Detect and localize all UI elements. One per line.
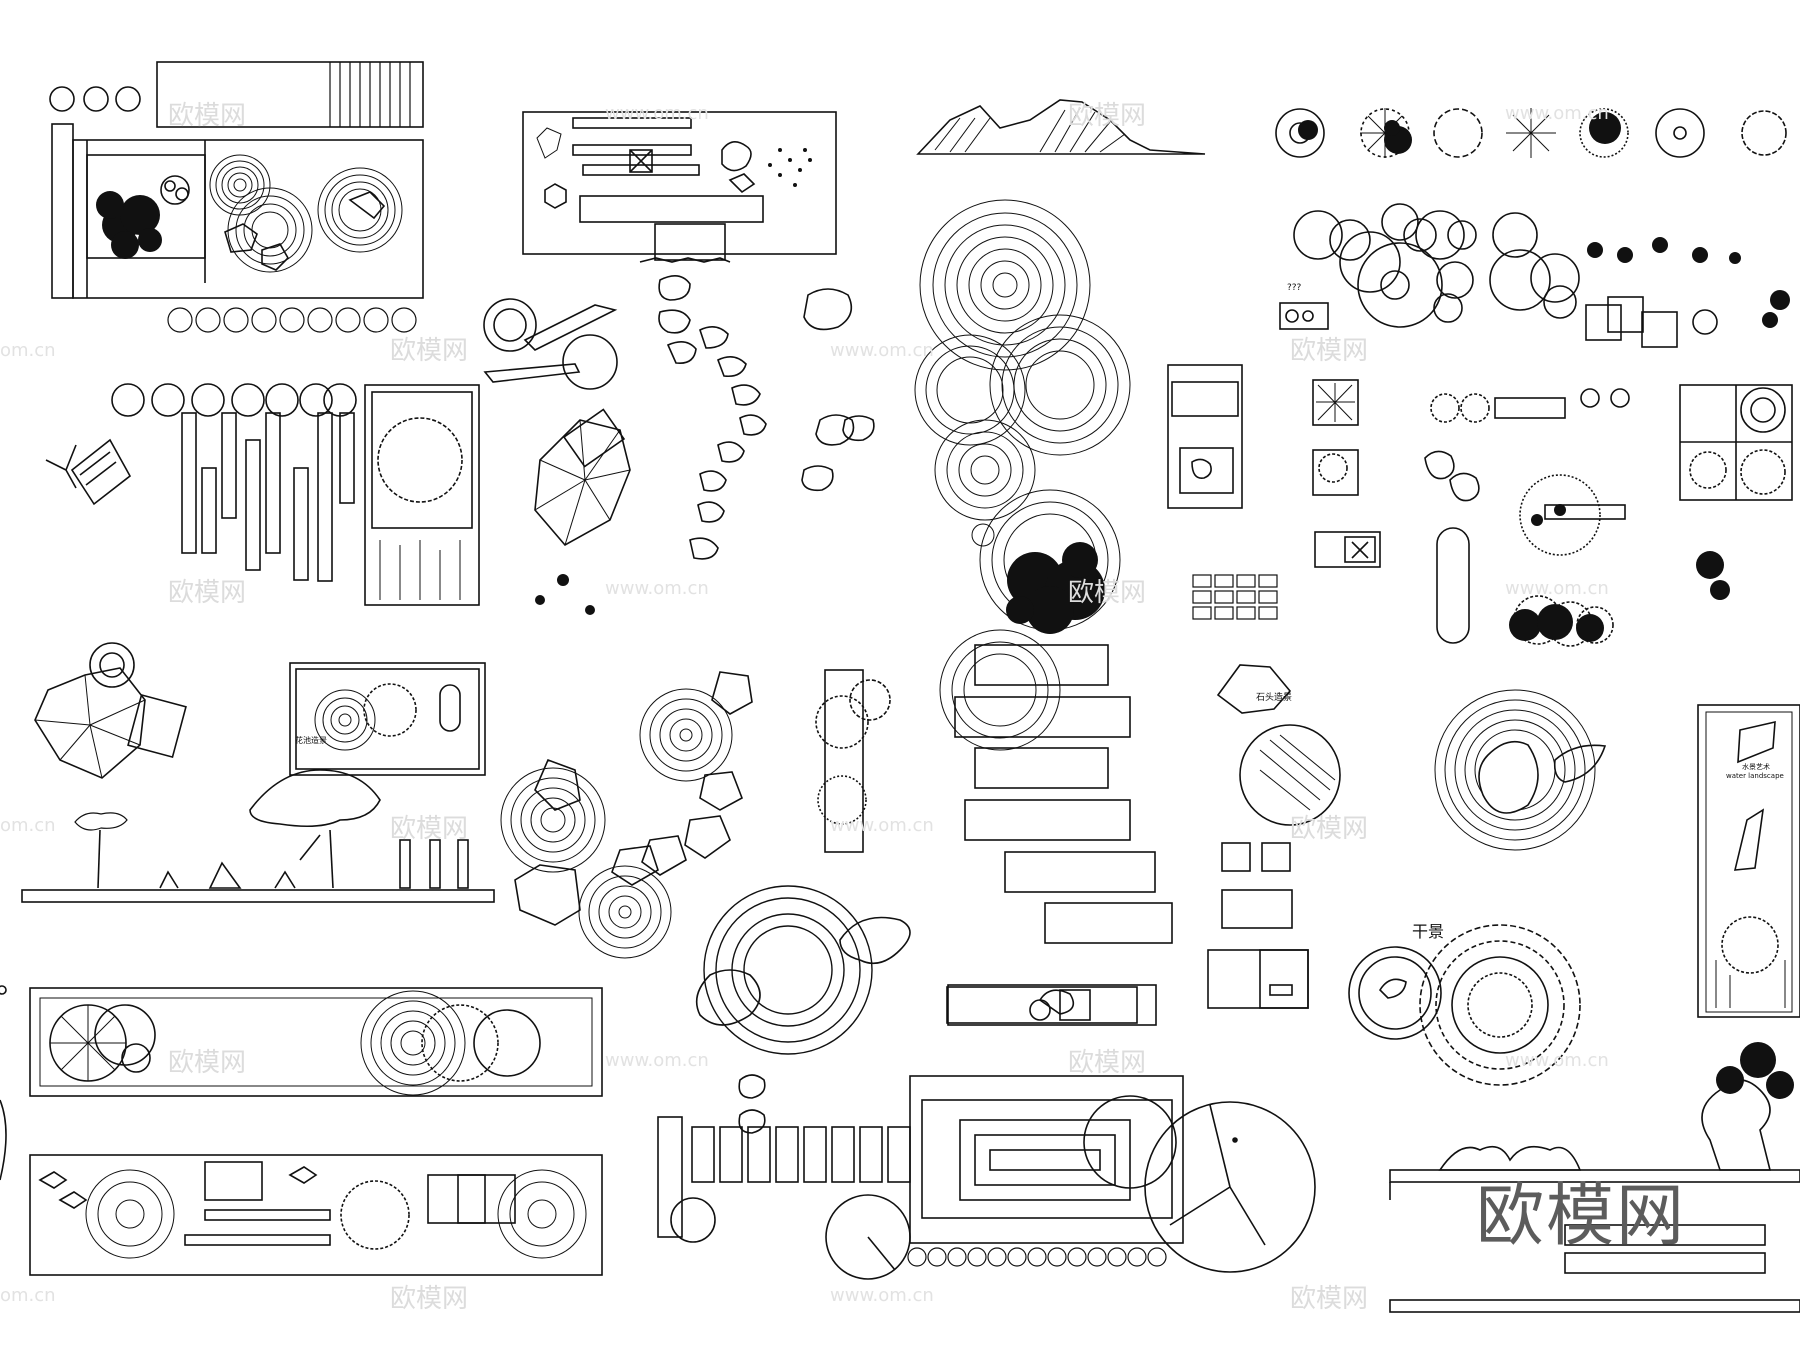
foliage-masses [535,112,1794,1099]
watermark: 欧模网 [1290,336,1369,366]
circle-cluster [1293,203,1718,348]
stepping-stones [483,275,875,560]
watermark-url: www.om.cn [1505,103,1609,124]
mountain-elevation [916,99,1206,155]
umbrella-set-1 [534,408,631,547]
courtyard-plan [49,61,424,333]
plaza-plan-bottom [657,1074,1316,1280]
brand-logo: 欧模网 [1476,1177,1687,1256]
boardwalk-plan [45,383,480,606]
watermark: 欧模网 [168,101,247,131]
edge-fragment [0,985,7,1181]
watermark: 欧模网 [1290,1284,1369,1314]
watermark: 欧模网 [390,1284,469,1314]
hexagon-stones [514,671,753,926]
flower-bed-note-label: 花池造景 [295,736,327,745]
flower-bed-panel [289,662,486,776]
watermark: 欧模网 [1068,1048,1147,1078]
unknown-marker-label: ??? [1287,283,1302,293]
watermark: 欧模网 [390,336,469,366]
watermark-url: www.om.cn [1505,578,1609,599]
watermark-url: www.om.cn [830,815,934,836]
watermark-url: om.cn [0,340,56,361]
watermark-url: www.om.cn [830,340,934,361]
watermark: 欧模网 [1068,578,1147,608]
stone-note-label: 石头造景 [1256,693,1293,703]
panel-en-label: water landscape [1726,772,1784,780]
watermark-url: www.om.cn [1505,1050,1609,1071]
landscape-elevation [21,769,495,903]
watermark-url: www.om.cn [605,578,709,599]
watermark: 欧模网 [168,1048,247,1078]
entry-plaza-plan [522,111,837,263]
rock-and-canopy [1207,664,1341,1009]
dry-landscape-label: 干景 [1412,922,1445,941]
rock-ripple-pond [1434,689,1607,851]
central-steps [947,644,1173,1026]
watermark: 欧模网 [1068,101,1147,131]
long-planter-1 [29,987,603,1097]
brick-paving [1192,574,1278,620]
concentric-pond-set [500,688,733,959]
long-planter-2 [29,1154,603,1276]
rockery-elevation [1389,1079,1800,1313]
central-ripple-column [914,199,1131,751]
water-landscape-panel [1697,704,1800,1018]
ring-circle-plan [695,885,911,1055]
watermark-url: www.om.cn [830,1285,934,1306]
umbrella-set-2 [34,642,187,779]
tree-path-column [815,669,891,853]
watermark: 欧模网 [1290,814,1369,844]
panel-cn-label: 水景艺术 [1742,763,1770,771]
watermark: 欧模网 [390,814,469,844]
shrub-symbols-row [1424,384,1793,647]
planter-boxes-mid [1167,302,1381,568]
watermark: 欧模网 [168,578,247,608]
dry-landscape-plan [1348,924,1581,1086]
mini-planter-strip [946,986,1138,1024]
watermark-url: om.cn [0,815,56,836]
watermark-url: www.om.cn [605,103,709,124]
watermark-url: om.cn [0,1285,56,1306]
watermark-url: www.om.cn [605,1050,709,1071]
